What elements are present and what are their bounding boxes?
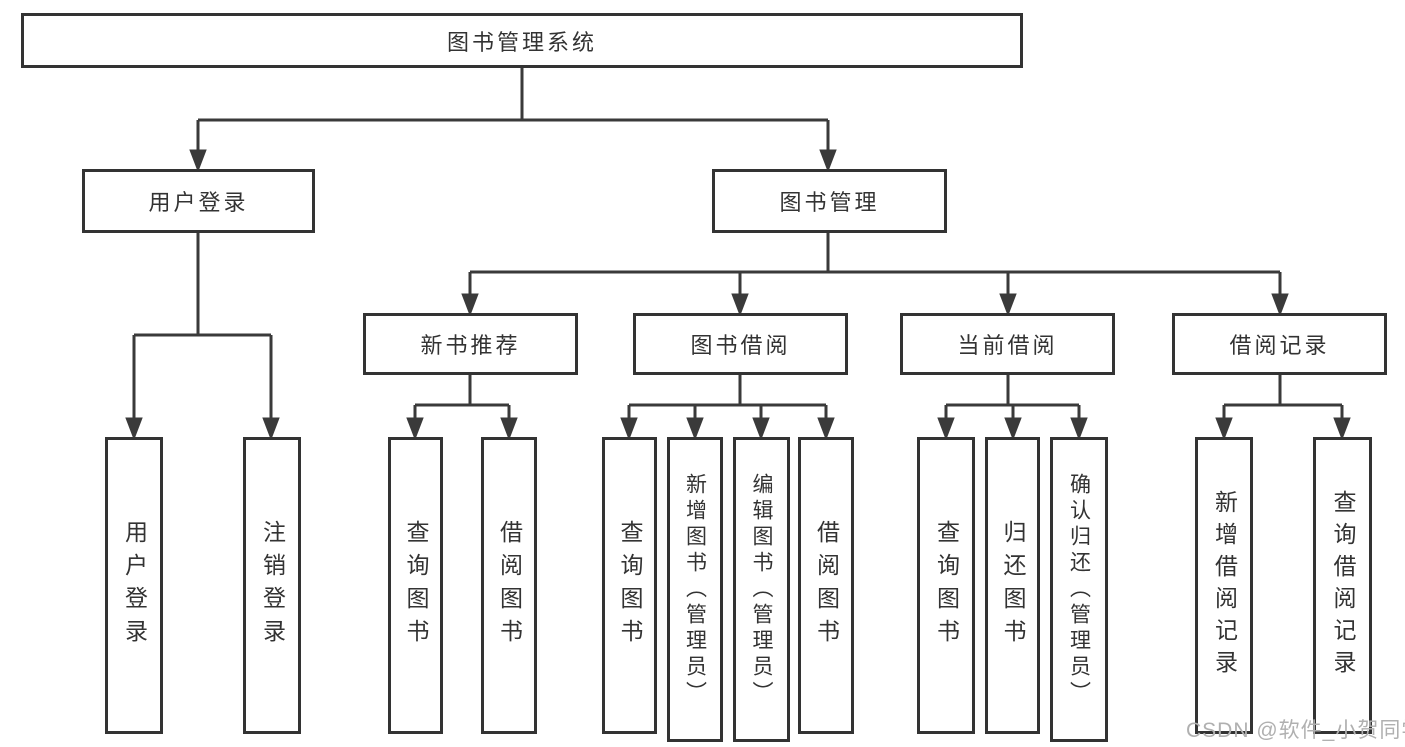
node-leaf-edit-book-admin: 编辑图书（管理员） — [733, 437, 790, 742]
node-label: 查询借阅记录 — [1330, 489, 1356, 682]
node-label: 用户登录 — [121, 519, 148, 652]
node-borrow-records: 借阅记录 — [1172, 313, 1387, 375]
node-leaf-borrow-books-1: 借阅图书 — [481, 437, 537, 734]
node-label: 查询图书 — [933, 519, 960, 652]
node-label: 注销登录 — [259, 519, 286, 652]
node-new-book-recommend: 新书推荐 — [363, 313, 578, 375]
csdn-watermark: CSDN @软件_小贺同学 — [1186, 719, 1405, 742]
node-leaf-borrow-books-2: 借阅图书 — [798, 437, 854, 734]
node-label: 当前借阅 — [957, 333, 1058, 358]
node-label: 归还图书 — [1000, 519, 1026, 652]
node-label: 确认归还（管理员） — [1067, 472, 1091, 707]
node-label: 图书管理 — [779, 190, 880, 215]
node-label: 新增图书（管理员） — [683, 472, 707, 707]
node-label: 图书管理系统 — [446, 29, 597, 55]
node-leaf-query-books-1: 查询图书 — [388, 437, 443, 734]
node-label: 用户登录 — [148, 190, 249, 215]
node-label: 查询图书 — [617, 519, 643, 652]
node-leaf-return-book: 归还图书 — [985, 437, 1040, 734]
node-leaf-query-books-2: 查询图书 — [602, 437, 657, 734]
node-book-management: 图书管理 — [712, 169, 947, 233]
node-leaf-query-borrow-record: 查询借阅记录 — [1313, 437, 1372, 734]
node-current-borrowing: 当前借阅 — [900, 313, 1115, 375]
node-leaf-query-books-3: 查询图书 — [917, 437, 975, 734]
node-label: 借阅记录 — [1229, 333, 1330, 358]
node-label: 编辑图书（管理员） — [750, 472, 773, 707]
node-leaf-logout: 注销登录 — [243, 437, 301, 734]
node-book-borrowing: 图书借阅 — [633, 313, 848, 375]
node-library-management-system: 图书管理系统 — [21, 13, 1023, 68]
node-leaf-add-book-admin: 新增图书（管理员） — [667, 437, 723, 742]
tree-branch-lines — [134, 68, 1342, 407]
node-label: 借阅图书 — [813, 519, 840, 652]
node-label: 图书借阅 — [690, 333, 791, 358]
node-label: 查询图书 — [403, 519, 429, 652]
arrowheads — [125, 120, 1351, 441]
node-leaf-confirm-return-admin: 确认归还（管理员） — [1050, 437, 1108, 742]
node-label: 新书推荐 — [420, 333, 521, 358]
node-label: 新增借阅记录 — [1211, 489, 1238, 682]
node-label: 借阅图书 — [496, 519, 523, 652]
node-leaf-add-borrow-record: 新增借阅记录 — [1195, 437, 1253, 734]
node-user-login: 用户登录 — [82, 169, 315, 233]
node-leaf-user-login: 用户登录 — [105, 437, 163, 734]
